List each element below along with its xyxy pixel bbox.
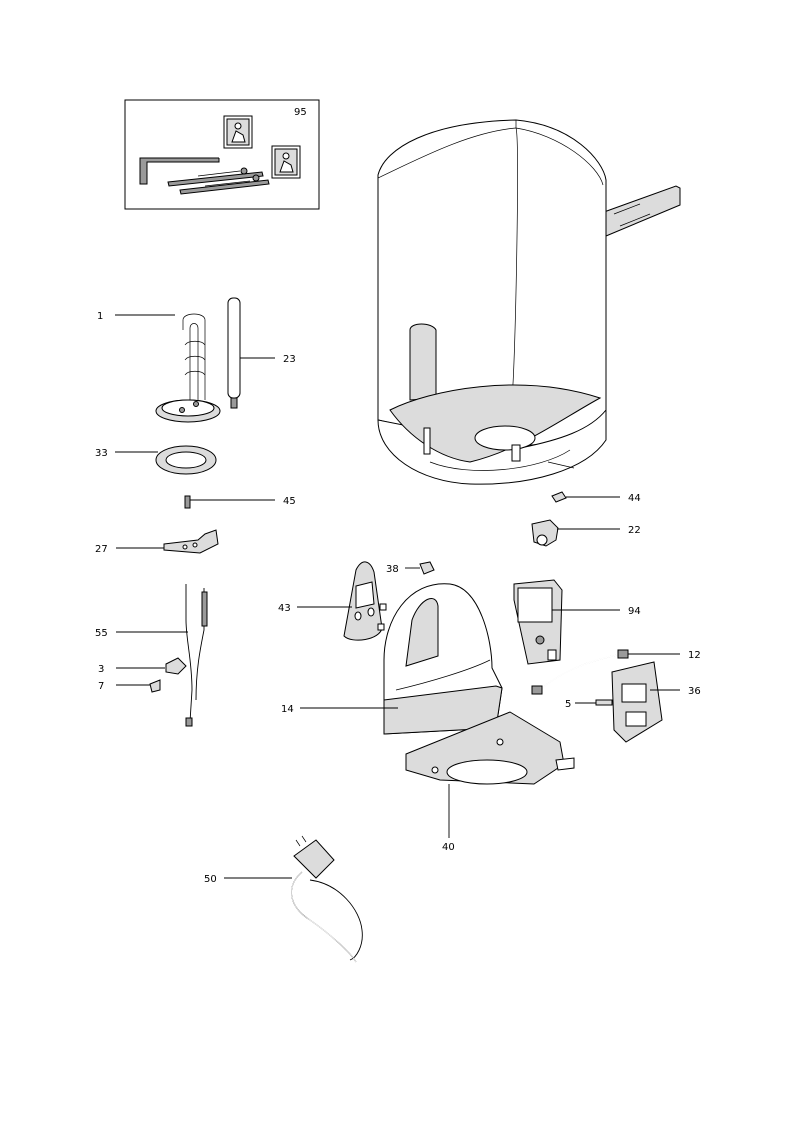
callout-3: 3 — [98, 664, 104, 675]
callout-33: 33 — [95, 448, 108, 459]
part-22-fitting: 22 — [531, 519, 641, 547]
part-14-front-cover: 14 — [281, 583, 503, 735]
callout-50: 50 — [204, 874, 217, 885]
callout-45: 45 — [283, 496, 296, 507]
callout-36: 36 — [688, 686, 701, 697]
part-33-gasket: 33 — [95, 445, 217, 475]
flange-opening — [474, 425, 536, 451]
part-44-clip: 44 — [551, 491, 641, 504]
part-38-knob: 38 — [386, 561, 435, 575]
instruction-plate-icon-2 — [271, 145, 301, 179]
callout-12: 12 — [688, 650, 701, 661]
callout-94: 94 — [628, 606, 641, 617]
part-45-screw: 45 — [184, 495, 296, 509]
callout-44: 44 — [628, 493, 641, 504]
part-3-thermostat: 3 — [98, 657, 187, 675]
part-43-inner-panel: 43 — [278, 561, 387, 641]
callout-5: 5 — [565, 699, 571, 710]
callout-14: 14 — [281, 704, 294, 715]
part-50-power-cord: 50 — [204, 835, 363, 963]
part-5-pin: 5 — [565, 699, 613, 710]
part-1-heating-element: 1 — [97, 270, 221, 423]
part-94-control-board: 94 — [513, 579, 641, 665]
callout-22: 22 — [628, 525, 641, 536]
wall-anchor-screws — [167, 167, 270, 195]
callout-95: 95 — [294, 107, 307, 118]
instruction-plate-icon — [223, 115, 253, 149]
allen-key — [139, 157, 220, 185]
part-12-wire-harness: 12 — [531, 649, 701, 695]
callout-1: 1 — [97, 311, 103, 322]
part-40-bottom-cover: 40 — [405, 711, 575, 853]
part-27-element-bracket: 27 — [95, 529, 219, 555]
water-heater-tank — [377, 119, 681, 485]
part-55-sensor-cable: 55 — [95, 584, 208, 727]
part-95-mounting-kit: 95 — [124, 99, 320, 210]
part-7-clip: 7 — [98, 679, 161, 693]
tank-side-window — [409, 323, 437, 401]
callout-38: 38 — [386, 564, 399, 575]
part-23-anode-rod: 23 — [227, 297, 296, 409]
callout-40: 40 — [442, 842, 455, 853]
wall-bracket — [603, 185, 681, 237]
callout-7: 7 — [98, 681, 104, 692]
callout-55: 55 — [95, 628, 108, 639]
part-36-terminal-block: 36 — [611, 661, 701, 743]
callout-43: 43 — [278, 603, 291, 614]
callout-27: 27 — [95, 544, 108, 555]
callout-23: 23 — [283, 354, 296, 365]
